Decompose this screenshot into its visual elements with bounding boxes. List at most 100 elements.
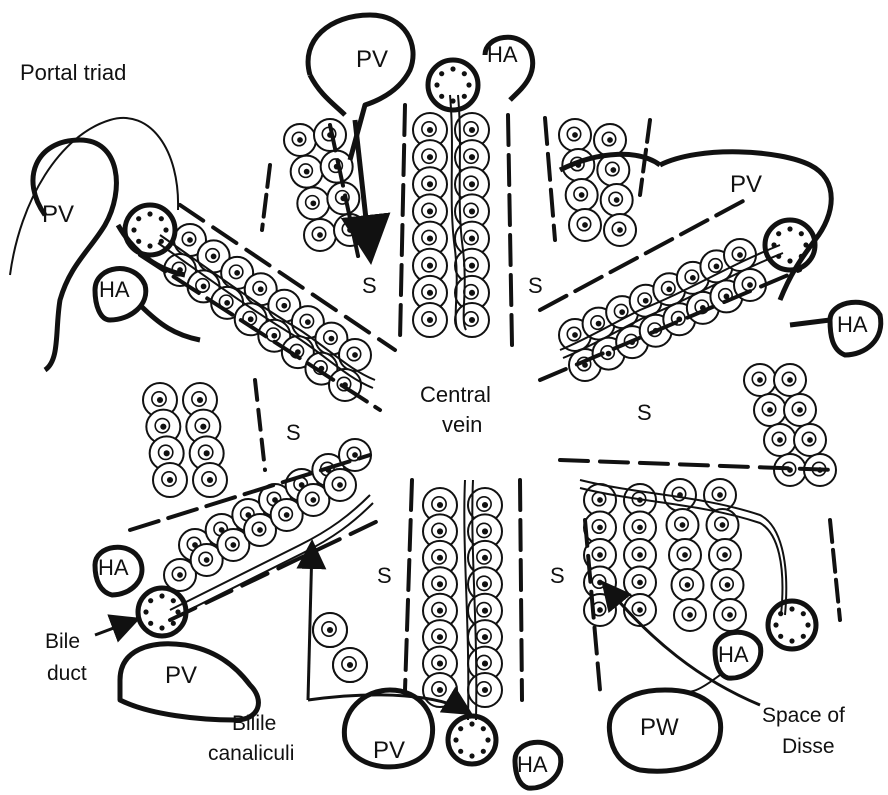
- nucleolus: [234, 270, 240, 276]
- nucleolus: [614, 197, 620, 203]
- bile-duct-dot: [148, 598, 153, 603]
- nucleolus: [687, 612, 693, 618]
- bile-duct-dot: [787, 226, 792, 231]
- nucleolus: [258, 286, 264, 292]
- nucleolus: [666, 286, 672, 292]
- nucleolus: [310, 200, 316, 206]
- bile-duct-dot: [136, 216, 141, 221]
- bile-duct-label-line2: duct: [47, 662, 87, 685]
- nucleolus: [329, 336, 335, 342]
- bile-duct-dot: [773, 622, 778, 627]
- sinusoid-label-2: S: [528, 273, 543, 298]
- nucleolus: [482, 502, 488, 508]
- nucleolus: [680, 522, 686, 528]
- bile-duct-dot: [799, 231, 804, 236]
- bile-duct-dot: [481, 749, 486, 754]
- bile-duct-dot: [803, 242, 808, 247]
- bile-duct-dot: [159, 625, 164, 630]
- ha-label-bottom: HA: [517, 752, 548, 777]
- nucleolus: [437, 687, 443, 693]
- bile-duct-dot: [148, 621, 153, 626]
- nucleolus: [427, 154, 433, 160]
- bile-duct-dot: [159, 216, 164, 221]
- bile-duct-dot: [805, 622, 810, 627]
- bile-duct-dot: [787, 258, 792, 263]
- nucleolus: [427, 236, 433, 242]
- nucleolus: [579, 192, 585, 198]
- central-vein-label-line2: vein: [442, 412, 482, 437]
- nucleolus: [617, 227, 623, 233]
- bile-duct-dot: [466, 82, 471, 87]
- nucleolus: [747, 282, 753, 288]
- bile-duct-dot: [171, 598, 176, 603]
- pv-label-right: PV: [730, 171, 762, 198]
- ha-label-lower-left: HA: [98, 555, 129, 580]
- nucleolus: [281, 303, 287, 309]
- disse-label-line2: Disse: [782, 735, 835, 758]
- nucleolus: [597, 607, 603, 613]
- nucleolus: [572, 332, 578, 338]
- nucleolus: [207, 477, 213, 483]
- bile-duct-dot: [776, 231, 781, 236]
- sinusoid-label-3: S: [286, 420, 301, 445]
- nucleolus: [469, 127, 475, 133]
- bile-duct-dot: [136, 239, 141, 244]
- nucleolus: [797, 407, 803, 413]
- sinusoid-label-5: S: [377, 563, 392, 588]
- nucleolus: [304, 169, 310, 175]
- nucleolus: [437, 581, 443, 587]
- sinusoid-label-6: S: [550, 563, 565, 588]
- nucleolus: [607, 137, 613, 143]
- pv-label-bottom: PV: [373, 737, 405, 764]
- bile-duct-dot: [458, 749, 463, 754]
- nucleolus: [157, 397, 163, 403]
- nucleolus: [637, 552, 643, 558]
- nucleolus: [427, 317, 433, 323]
- portal-triad-label: Portal triad: [20, 60, 126, 85]
- nucleolus: [427, 263, 433, 269]
- nucleolus: [211, 254, 217, 260]
- nucleolus: [201, 284, 207, 290]
- bile-duct-dot: [481, 726, 486, 731]
- bile-duct-dot: [469, 753, 474, 758]
- nucleolus: [482, 608, 488, 614]
- bile-duct-dot: [147, 243, 152, 248]
- canaliculi-label-line1: Bilile: [232, 712, 276, 735]
- disse-label-line1: Space of: [762, 704, 845, 727]
- nucleolus: [469, 181, 475, 187]
- bile-duct-dot: [462, 94, 467, 99]
- nucleolus: [284, 512, 290, 518]
- nucleolus: [204, 557, 210, 563]
- pv-label-left: PV: [42, 201, 74, 228]
- nucleolus: [224, 300, 230, 306]
- hepatocyte-plates: [143, 113, 836, 707]
- nucleolus: [720, 522, 726, 528]
- nucleolus: [469, 154, 475, 160]
- nucleolus: [482, 581, 488, 587]
- nucleolus: [757, 377, 763, 383]
- ha-label-left: HA: [99, 277, 130, 302]
- nucleolus: [164, 450, 170, 456]
- ha-label-top: HA: [487, 42, 518, 67]
- nucleolus: [160, 424, 166, 430]
- bile-duct-dot: [171, 621, 176, 626]
- nucleolus: [469, 263, 475, 269]
- nucleolus: [777, 437, 783, 443]
- bile-duct-dot: [143, 609, 148, 614]
- ha-lower-right-leader: [680, 675, 720, 692]
- nucleolus: [597, 580, 603, 586]
- nucleolus: [714, 264, 720, 270]
- bile-duct-dot: [801, 611, 806, 616]
- nucleolus: [637, 607, 643, 613]
- nucleolus: [722, 552, 728, 558]
- nucleolus: [597, 552, 603, 558]
- nucleolus: [317, 232, 323, 238]
- nucleolus: [597, 497, 603, 503]
- bile-duct-dot: [801, 634, 806, 639]
- nucleolus: [437, 502, 443, 508]
- nucleolus: [437, 661, 443, 667]
- bile-duct-dot: [789, 638, 794, 643]
- nucleolus: [271, 333, 277, 339]
- nucleolus: [482, 528, 488, 534]
